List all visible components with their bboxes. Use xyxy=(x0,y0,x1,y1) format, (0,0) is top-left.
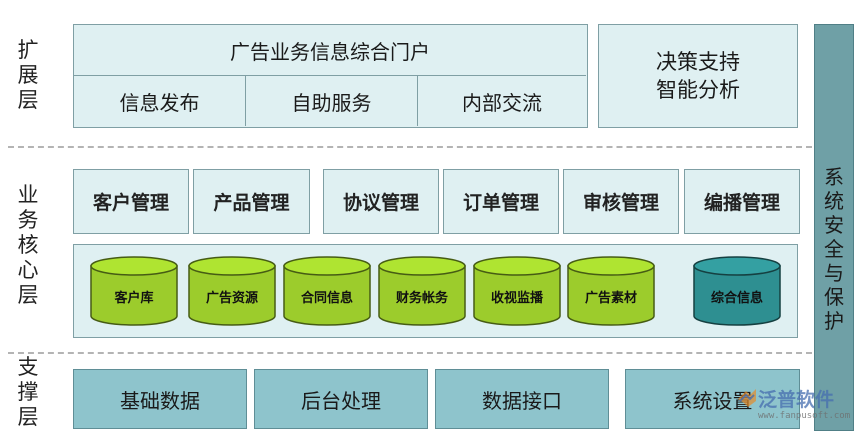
db-customer-label: 客户库 xyxy=(114,290,154,306)
module-product: 产品管理 xyxy=(193,169,310,234)
divider-top xyxy=(8,146,812,148)
support-backend: 后台处理 xyxy=(254,369,428,429)
portal-block: 广告业务信息综合门户 信息发布 自助服务 内部交流 xyxy=(73,24,588,128)
decision-line-2: 智能分析 xyxy=(656,78,740,102)
support-basic-data: 基础数据 xyxy=(73,369,247,429)
db-ad-material-label: 广告素材 xyxy=(584,290,637,306)
watermark-logo-icon xyxy=(738,389,756,407)
db-ad-resources-label: 广告资源 xyxy=(205,290,258,306)
db-ad-material-cylinder xyxy=(567,256,655,326)
module-agreement: 协议管理 xyxy=(323,169,439,234)
db-comprehensive-label: 综合信息 xyxy=(710,290,763,306)
watermark: 泛普软件 www.fanpusoft.com xyxy=(736,385,856,429)
module-review: 审核管理 xyxy=(563,169,679,234)
db-ad-material: 广告素材 xyxy=(566,256,656,326)
db-customer: 客户库 xyxy=(89,256,179,326)
db-monitoring-cylinder xyxy=(473,256,561,326)
portal-item-publish: 信息发布 xyxy=(74,76,246,126)
support-settings: 系统设置 xyxy=(625,369,800,429)
decision-block: 决策支持 智能分析 xyxy=(598,24,798,128)
db-finance-cylinder xyxy=(378,256,466,326)
db-contract-cylinder xyxy=(283,256,371,326)
layer-label-expansion: 扩展层 xyxy=(17,38,39,112)
db-ad-resources: 广告资源 xyxy=(187,256,277,326)
module-customer: 客户管理 xyxy=(73,169,189,234)
security-bar: 系统安全与保护 xyxy=(814,24,854,431)
module-order: 订单管理 xyxy=(443,169,559,234)
security-label: 系统安全与保护 xyxy=(824,165,844,333)
watermark-url: www.fanpusoft.com xyxy=(758,411,851,421)
module-broadcast: 编播管理 xyxy=(684,169,800,234)
watermark-text: 泛普软件 xyxy=(758,389,835,411)
db-contract-label: 合同信息 xyxy=(300,290,353,306)
db-finance-label: 财务帐务 xyxy=(395,290,448,306)
db-comprehensive-cylinder xyxy=(693,256,781,326)
db-finance: 财务帐务 xyxy=(377,256,467,326)
db-customer-cylinder xyxy=(90,256,178,326)
db-ad-resources-cylinder xyxy=(188,256,276,326)
portal-title: 广告业务信息综合门户 xyxy=(74,25,586,76)
decision-line-1: 决策支持 xyxy=(656,50,740,74)
divider-bottom xyxy=(8,352,812,354)
layer-label-core: 业务核心层 xyxy=(17,183,39,307)
portal-item-internal: 内部交流 xyxy=(462,90,542,115)
db-monitoring: 收视监播 xyxy=(472,256,562,326)
support-data-interface: 数据接口 xyxy=(435,369,609,429)
layer-label-support: 支撑层 xyxy=(17,355,39,429)
portal-item-selfservice: 自助服务 xyxy=(246,76,418,126)
db-monitoring-label: 收视监播 xyxy=(490,290,543,306)
db-contract: 合同信息 xyxy=(282,256,372,326)
db-comprehensive: 综合信息 xyxy=(692,256,782,326)
